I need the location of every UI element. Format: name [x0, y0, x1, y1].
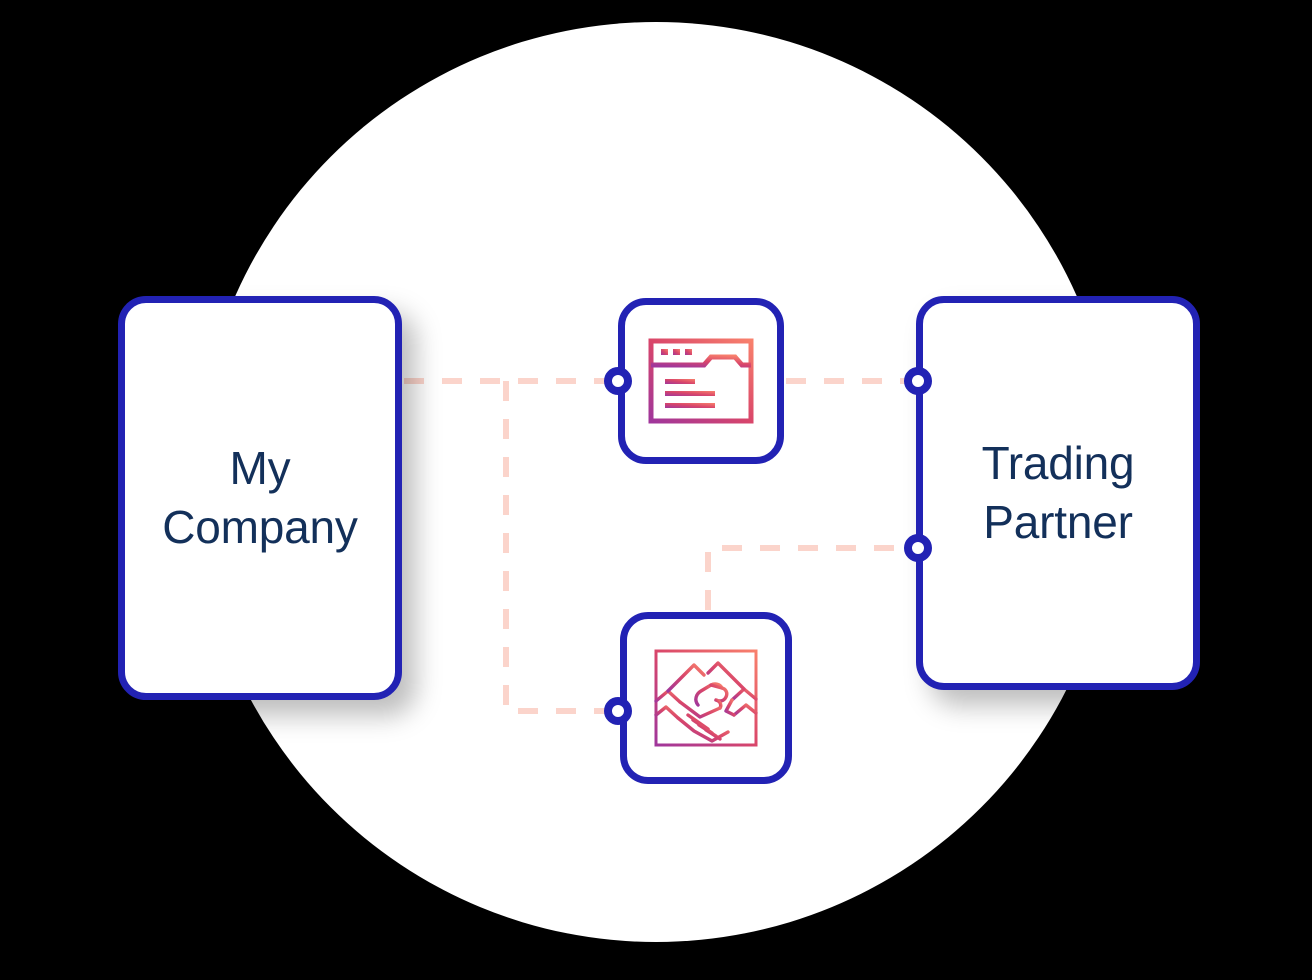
card-trading-partner-label: Trading Partner	[981, 437, 1135, 548]
icon-tile-handshake[interactable]	[620, 612, 792, 784]
card-trading-partner[interactable]: Trading Partner	[916, 296, 1200, 690]
node-handshake-left[interactable]	[604, 697, 632, 725]
card-my-company-label: My Company	[162, 442, 358, 553]
icon-tile-document[interactable]	[618, 298, 784, 464]
node-document-left[interactable]	[604, 367, 632, 395]
handshake-icon	[654, 649, 758, 747]
document-window-icon	[648, 338, 754, 424]
connector-handshake-to-trading-partner	[705, 545, 916, 648]
node-trading-partner-top[interactable]	[904, 367, 932, 395]
card-my-company[interactable]: My Company	[118, 296, 402, 700]
node-trading-partner-bottom[interactable]	[904, 534, 932, 562]
connector-my-company-to-handshake	[503, 381, 618, 714]
